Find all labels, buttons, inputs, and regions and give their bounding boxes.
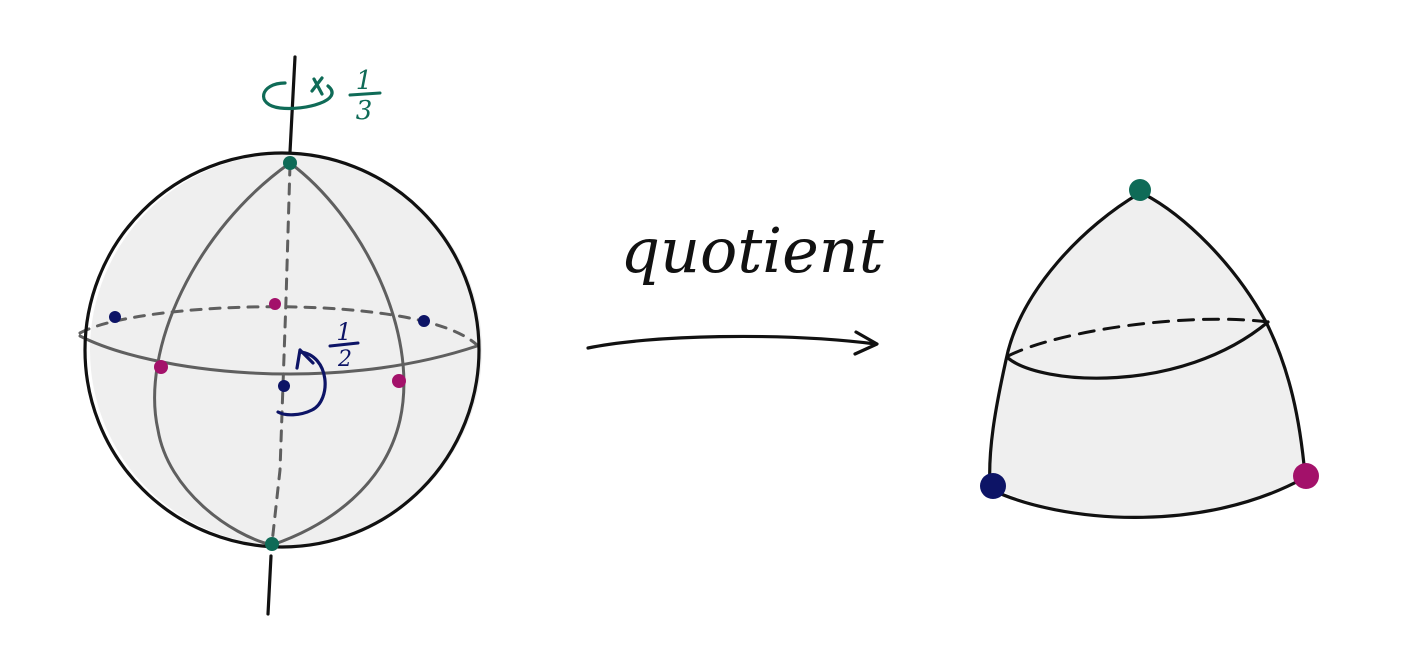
rim-front bbox=[1006, 320, 1270, 380]
center-point-navy bbox=[278, 380, 290, 392]
sphere-figure: 1 3 1 2 bbox=[78, 55, 482, 616]
orbifold-outline-bottom bbox=[990, 476, 1306, 519]
meridian-left bbox=[153, 161, 292, 547]
rotation-axis-bottom bbox=[266, 554, 273, 616]
orbifold-figure bbox=[980, 179, 1319, 519]
fraction-third-numerator: 1 bbox=[356, 66, 373, 96]
orbifold-shading bbox=[990, 193, 1304, 519]
fraction-half-bar bbox=[328, 341, 360, 348]
back-point-navy-left bbox=[109, 311, 121, 323]
south-pole-point-green bbox=[265, 537, 279, 551]
cone-point-magenta bbox=[1293, 463, 1319, 489]
rotation-arrowhead-mid bbox=[295, 348, 315, 370]
quotient-arrow-shaft bbox=[586, 334, 878, 350]
equator-point-magenta-right bbox=[392, 374, 406, 388]
fraction-half-numerator: 1 bbox=[336, 318, 351, 346]
back-point-magenta bbox=[269, 298, 281, 310]
fraction-third-denominator: 3 bbox=[356, 96, 373, 126]
sphere-shading bbox=[90, 154, 482, 546]
rim-back-dashed bbox=[1006, 317, 1270, 358]
sphere-outline bbox=[83, 151, 481, 549]
cone-point-navy bbox=[980, 473, 1006, 499]
quotient-map: quotient bbox=[586, 214, 884, 356]
quotient-label: quotient bbox=[620, 214, 883, 287]
cone-point-green bbox=[1129, 179, 1151, 201]
rotation-half-indicator: 1 2 bbox=[276, 318, 360, 417]
rotation-axis-top bbox=[288, 55, 297, 154]
orbifold-outline-right bbox=[1140, 191, 1307, 477]
equator-point-magenta-left bbox=[154, 360, 168, 374]
fraction-half-denominator: 2 bbox=[337, 347, 352, 372]
rotation-arrow-top bbox=[262, 81, 334, 111]
rotation-arrowhead-top bbox=[310, 76, 324, 96]
orbifold-outline-left bbox=[988, 191, 1142, 489]
back-point-navy-right bbox=[418, 315, 430, 327]
quotient-arrow-head bbox=[853, 330, 879, 356]
fraction-third-bar bbox=[348, 91, 382, 97]
equator-front-arc bbox=[78, 334, 479, 376]
north-pole-point-green bbox=[283, 156, 297, 170]
rotation-third-indicator: 1 3 bbox=[262, 66, 382, 126]
rotation-arrow-mid bbox=[276, 350, 327, 417]
meridian-right bbox=[270, 161, 406, 547]
